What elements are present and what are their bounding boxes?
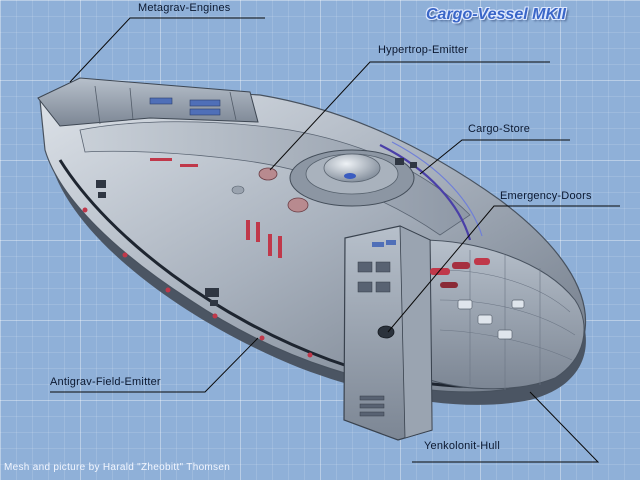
- hull-upper-deck: [79, 121, 471, 236]
- callout-lines: [50, 17, 620, 463]
- hull-windows: [96, 158, 417, 306]
- thruster-pods: [430, 258, 490, 288]
- label-hypertrop-emitter: Hypertrop-Emitter: [378, 44, 469, 56]
- callout-line-hypertrop: [269, 61, 550, 171]
- callout-line-metagrav: [69, 17, 265, 83]
- antigrav-dots: [82, 207, 313, 358]
- callout-line-yenkolonit: [412, 391, 600, 463]
- label-cargo-store: Cargo-Store: [468, 123, 531, 135]
- callout-line-cargo: [419, 139, 570, 175]
- pylon-blue-vents: [372, 240, 396, 247]
- label-emergency-doors: Emergency-Doors: [500, 190, 592, 202]
- emitter-nodes: [231, 167, 309, 213]
- callout-line-emergency: [387, 205, 620, 333]
- pylon-panels: [357, 261, 391, 417]
- central-dome: [323, 153, 381, 183]
- forward-panel-lines: [439, 250, 576, 390]
- callout-line-antigrav: [50, 337, 259, 393]
- dome-window: [344, 173, 356, 179]
- label-antigrav-field-emitter: Antigrav-Field-Emitter: [50, 376, 161, 388]
- blue-conduit: [379, 144, 472, 241]
- ship-hull: [37, 77, 587, 441]
- forward-hatches: [457, 299, 525, 340]
- image-credit: Mesh and picture by Harald "Zheobitt" Th…: [4, 462, 231, 473]
- diagram-title: Cargo-Vessel MKII: [426, 6, 566, 23]
- label-metagrav-engines: Metagrav-Engines: [138, 2, 231, 14]
- red-accent-strips: [150, 158, 282, 258]
- hull-forward-section: [419, 239, 585, 390]
- engine-vents: [149, 97, 221, 116]
- label-yenkolonit-hull: Yenkolonit-Hull: [424, 440, 500, 452]
- engine-panel-lines: [94, 85, 237, 125]
- cargo-pylon-side: [399, 225, 433, 439]
